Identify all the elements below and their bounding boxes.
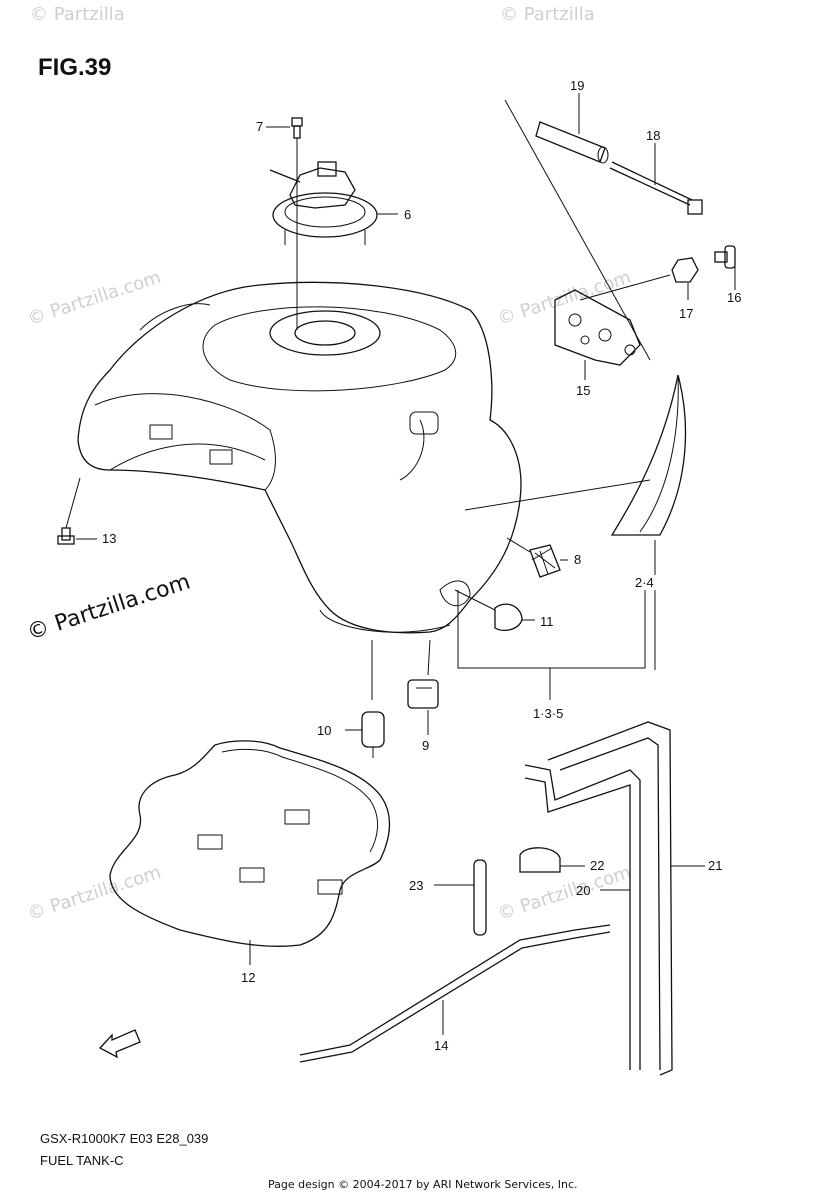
hose-part-20: [524, 764, 641, 1070]
callout-16[interactable]: 16: [727, 290, 741, 305]
grommet-part-11: [494, 603, 523, 632]
page-credit: Page design © 2004-2017 by ARI Network S…: [268, 1178, 578, 1191]
callout-18[interactable]: 18: [646, 128, 660, 143]
watermark: © Partzilla.com: [25, 267, 164, 330]
callout-1-3-5[interactable]: 1·3·5: [533, 706, 563, 721]
watermark: © Partzilla: [30, 4, 125, 25]
watermark: © Partzilla.com: [495, 267, 634, 330]
screw-part-7: [291, 117, 303, 139]
callout-12[interactable]: 12: [241, 970, 255, 985]
bolt-part-16: [714, 245, 736, 269]
callout-15[interactable]: 15: [576, 383, 590, 398]
pad-part-8: [529, 544, 561, 578]
rubber-tube-part-19: [535, 121, 609, 164]
callout-6[interactable]: 6: [404, 207, 411, 222]
clamp-part-22: [519, 847, 561, 873]
long-bolt-part-18: [609, 161, 703, 215]
callout-13[interactable]: 13: [102, 531, 116, 546]
fuel-tank-body: [77, 281, 522, 634]
callout-21[interactable]: 21: [708, 858, 722, 873]
callout-23[interactable]: 23: [409, 878, 423, 893]
model-code: GSX-R1000K7 E03 E28_039: [40, 1131, 209, 1146]
fwd-arrow-icon: FWD: [98, 1029, 141, 1059]
hose-part-21: [547, 721, 673, 1076]
callout-10[interactable]: 10: [317, 723, 331, 738]
tank-mat-part-12: [109, 740, 391, 947]
figure-title: FIG.39: [38, 54, 112, 81]
rod-part-14: [299, 924, 611, 1063]
figure-caption: FUEL TANK-C: [40, 1153, 124, 1168]
callout-8[interactable]: 8: [574, 552, 581, 567]
bracket-part-15: [554, 289, 641, 366]
fuel-cap-part-6: [269, 161, 378, 245]
damper-part-10: [361, 711, 385, 758]
nut-part-17: [671, 257, 699, 283]
callout-2-4[interactable]: 2·4: [635, 575, 654, 590]
callout-7[interactable]: 7: [256, 119, 263, 134]
watermark: © Partzilla.com: [25, 862, 164, 925]
callout-9[interactable]: 9: [422, 738, 429, 753]
watermark-main: © Partzilla.com: [24, 569, 193, 645]
callout-20[interactable]: 20: [576, 883, 590, 898]
callout-17[interactable]: 17: [679, 306, 693, 321]
stay-part-23: [473, 859, 487, 936]
watermark: © Partzilla.com: [495, 862, 634, 925]
cushion-part-9: [407, 679, 439, 709]
callout-22[interactable]: 22: [590, 858, 604, 873]
callout-19[interactable]: 19: [570, 78, 584, 93]
watermark: © Partzilla: [500, 4, 595, 25]
bolt-part-13: [57, 527, 75, 545]
callout-14[interactable]: 14: [434, 1038, 448, 1053]
side-cover-part-2-4: [610, 374, 687, 536]
callout-11[interactable]: 11: [540, 614, 554, 629]
